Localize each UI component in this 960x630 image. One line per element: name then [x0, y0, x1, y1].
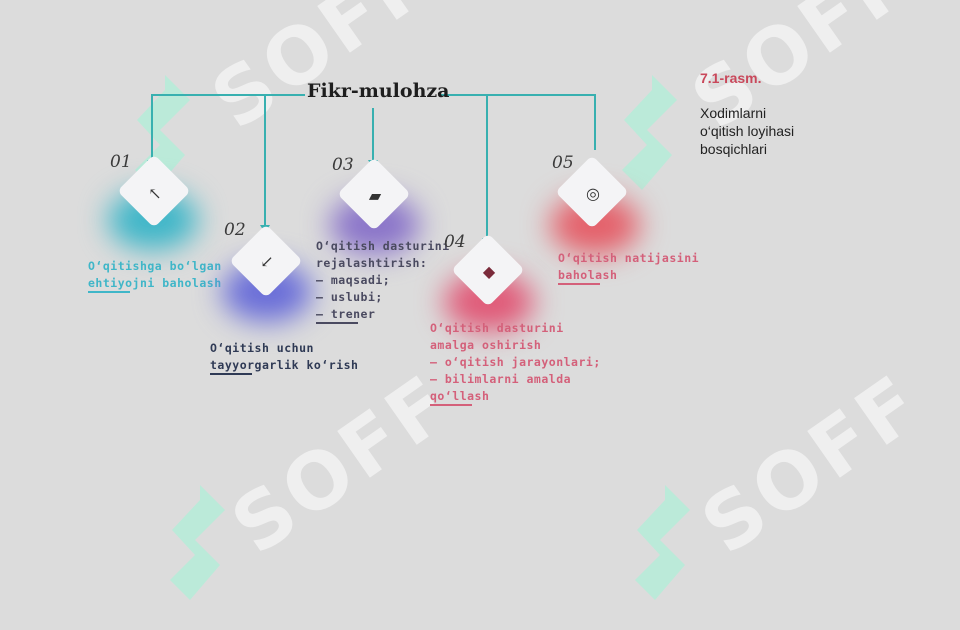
target-icon: ◎ [586, 183, 600, 203]
figure-caption: Xodimlarni o‘qitish loyihasi bosqichlari [700, 105, 795, 157]
book-icon: ▰ [368, 185, 382, 205]
arrow-down-left-icon: ↙ [260, 251, 274, 271]
watermark-logo-icon [622, 75, 677, 190]
step-label: O‘qitish dasturini amalga oshirish – o‘q… [430, 320, 601, 406]
step-number: 03 [332, 155, 354, 175]
step-label: O‘qitish uchun tayyorgarlik ko‘rish [210, 340, 358, 375]
step-label: O‘qitish dasturini rejalashtirish: – maq… [316, 238, 450, 324]
figure-number: 7.1-rasm. [700, 70, 762, 86]
step-label: O‘qitishga bo‘lgan ehtiyojni baholash [88, 258, 222, 293]
cursor-icon: ↖ [148, 183, 162, 203]
step-number: 02 [224, 220, 246, 240]
diagram-title: Fikr-mulohza [307, 80, 450, 102]
step-number: 05 [552, 153, 574, 173]
step-number: 04 [444, 232, 466, 252]
step-label: O‘qitish natijasini baholash [558, 250, 699, 285]
step-number: 01 [110, 152, 132, 172]
diamond-icon: ◆ [482, 261, 496, 281]
